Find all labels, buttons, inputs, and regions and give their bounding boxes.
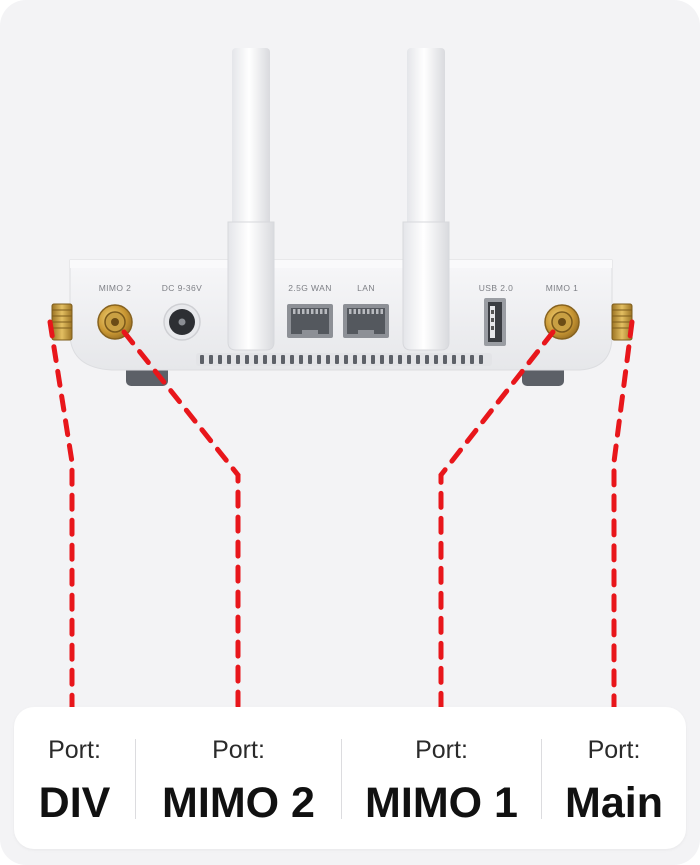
device-label-dc: DC 9-36V — [162, 283, 203, 293]
vent-slot — [236, 355, 240, 364]
vent-slot — [281, 355, 285, 364]
vent-slot — [407, 355, 411, 364]
vent-slot — [209, 355, 213, 364]
router-top-edge — [70, 260, 612, 268]
vent-slot — [326, 355, 330, 364]
main-side-connector — [611, 303, 633, 341]
port-pin — [311, 309, 314, 314]
port-name-mimo1: MIMO 1 — [365, 779, 518, 827]
vent-slot — [344, 355, 348, 364]
port-column-mimo1: Port: MIMO 1 — [342, 707, 541, 849]
vent-slot — [371, 355, 375, 364]
vent-slot — [353, 355, 357, 364]
wan-port — [287, 304, 333, 338]
port-column-main: Port: Main — [542, 707, 686, 849]
vent-slot — [299, 355, 303, 364]
port-pin — [315, 309, 318, 314]
vent-slot — [389, 355, 393, 364]
port-name-main: Main — [565, 779, 663, 827]
port-label-panel: Port: DIV Port: MIMO 2 Port: MIMO 1 Port… — [14, 707, 686, 849]
dc-jack — [163, 303, 201, 341]
port-pin — [302, 309, 305, 314]
vent-slot — [362, 355, 366, 364]
port-name-div: DIV — [38, 779, 111, 827]
right-antenna — [402, 48, 450, 351]
port-pin — [367, 309, 370, 314]
port-column-div: Port: DIV — [14, 707, 135, 849]
port-pin — [293, 309, 296, 314]
vent-slot — [200, 355, 204, 364]
callout-lines — [47, 319, 635, 725]
vent-slot — [254, 355, 258, 364]
port-pin — [358, 309, 361, 314]
device-label-mimo1: MIMO 1 — [546, 283, 579, 293]
port-name-mimo2: MIMO 2 — [162, 779, 315, 827]
usb-port — [484, 298, 506, 346]
div-side-connector — [51, 303, 73, 341]
device-label-lan: LAN — [357, 283, 375, 293]
vent-slot — [380, 355, 384, 364]
port-pin — [371, 309, 374, 314]
divider — [541, 739, 542, 819]
vent-slot — [263, 355, 267, 364]
device-label-wan: 2.5G WAN — [288, 283, 332, 293]
vent-slot — [290, 355, 294, 364]
vent-slot — [308, 355, 312, 364]
vent-slot — [335, 355, 339, 364]
divider — [341, 739, 342, 819]
port-pin — [353, 309, 356, 314]
vent-slot — [317, 355, 321, 364]
vent-slot — [470, 355, 474, 364]
device-label-mimo2: MIMO 2 — [99, 283, 132, 293]
device-label-usb: USB 2.0 — [479, 283, 513, 293]
vent-slot — [452, 355, 456, 364]
vent-slot — [443, 355, 447, 364]
vent-slot — [434, 355, 438, 364]
port-column-mimo2: Port: MIMO 2 — [136, 707, 341, 849]
callout-line-div — [47, 319, 75, 725]
port-caption: Port: — [587, 736, 641, 764]
vent-slot — [398, 355, 402, 364]
port-pin — [324, 309, 327, 314]
port-pin — [297, 309, 300, 314]
port-caption: Port: — [415, 736, 468, 764]
vent-slot — [416, 355, 420, 364]
vent-slot — [245, 355, 249, 364]
vent-slot — [227, 355, 231, 364]
vent-slot — [479, 355, 483, 364]
router-body — [69, 259, 613, 371]
port-pin — [306, 309, 309, 314]
divider — [135, 739, 136, 819]
vent-slot — [272, 355, 276, 364]
callout-line-mimo2 — [121, 329, 241, 725]
port-caption: Port: — [48, 736, 101, 764]
vent-slot — [461, 355, 465, 364]
port-pin — [362, 309, 365, 314]
port-pin — [376, 309, 379, 314]
vent-slot — [218, 355, 222, 364]
port-pin — [320, 309, 323, 314]
port-caption: Port: — [212, 736, 265, 764]
callout-line-mimo1 — [438, 329, 556, 725]
callout-line-main — [611, 319, 635, 725]
left-antenna — [227, 48, 275, 351]
vent-slots — [200, 355, 483, 364]
port-pin — [349, 309, 352, 314]
lan-port — [343, 304, 389, 338]
vent-slot — [425, 355, 429, 364]
port-pin — [380, 309, 383, 314]
